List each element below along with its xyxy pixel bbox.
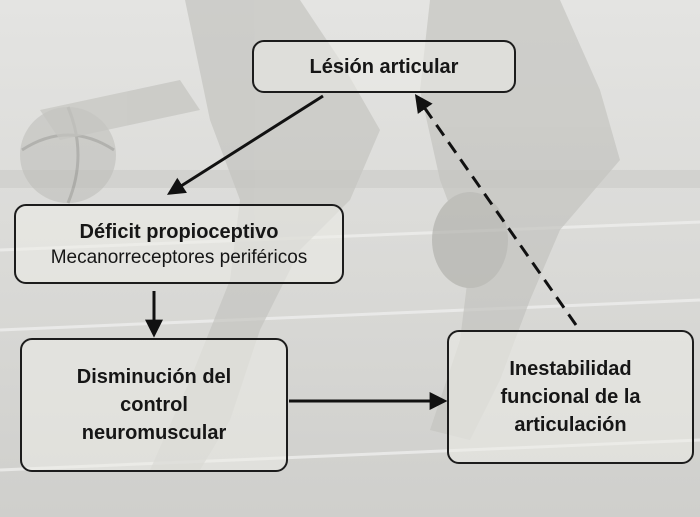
- node-title: Inestabilidad funcional de la articulaci…: [471, 355, 671, 439]
- node-disminucion-control: Disminución del control neuromuscular: [20, 338, 288, 472]
- arrow-lesion-to-deficit: [170, 96, 323, 193]
- node-subtitle: Mecanorreceptores periféricos: [51, 246, 308, 270]
- node-inestabilidad-funcional: Inestabilidad funcional de la articulaci…: [447, 330, 694, 464]
- node-title: Lésión articular: [310, 53, 459, 81]
- node-deficit-propioceptivo: Déficit propioceptivo Mecanorreceptores …: [14, 204, 344, 284]
- node-lesion-articular: Lésión articular: [252, 40, 516, 93]
- node-title: Disminución del control neuromuscular: [54, 363, 254, 447]
- node-title: Déficit propioceptivo: [80, 218, 279, 246]
- arrow-inestabilidad-to-lesion-dashed: [417, 97, 576, 325]
